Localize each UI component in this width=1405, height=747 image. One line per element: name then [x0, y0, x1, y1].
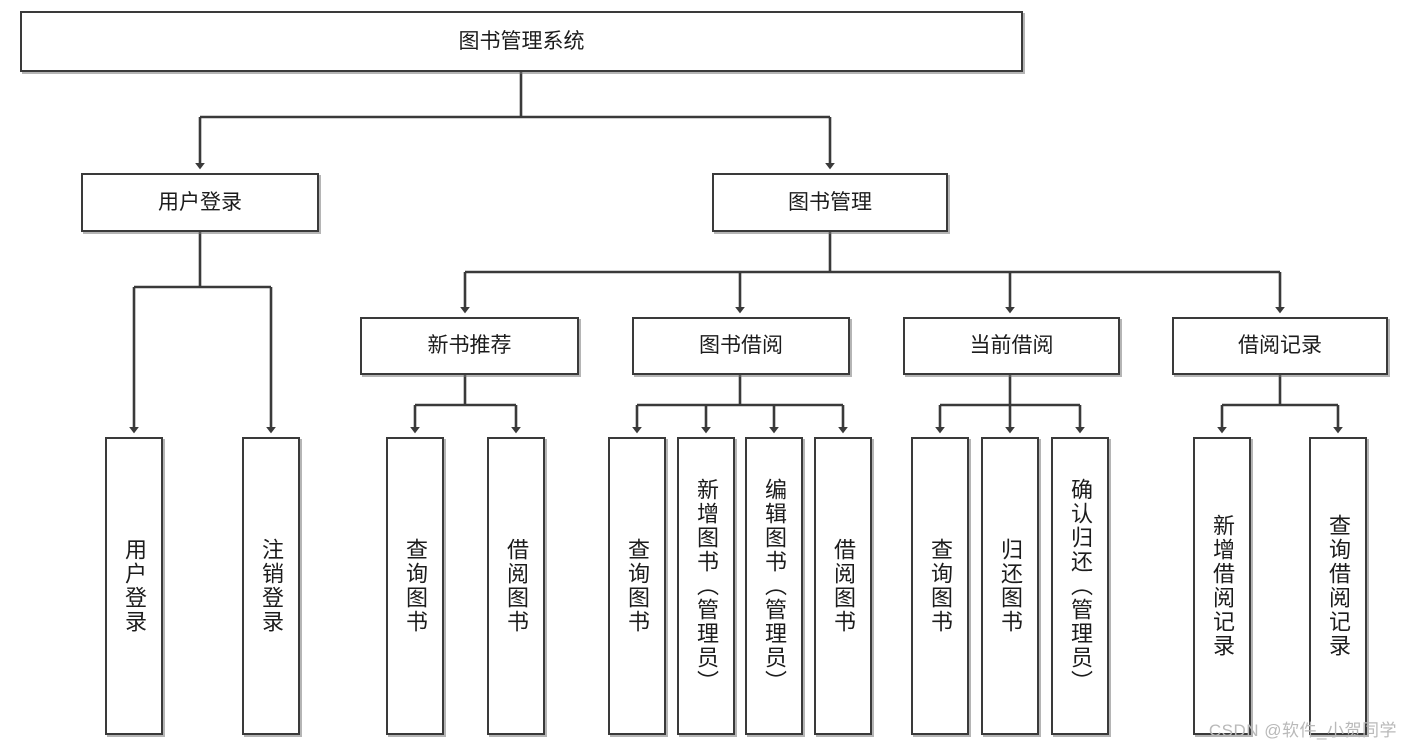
node-label: 归还图书 — [998, 538, 1023, 634]
node-leaf-borrow-book-2[interactable]: 借阅图书 — [814, 437, 872, 735]
node-leaf-edit-book[interactable]: 编辑图书（管理员） — [745, 437, 803, 735]
node-label: 新增借阅记录 — [1210, 514, 1235, 658]
node-leaf-query-book-2[interactable]: 查询图书 — [608, 437, 666, 735]
node-leaf-confirm-return[interactable]: 确认归还（管理员） — [1051, 437, 1109, 735]
node-label: 注销登录 — [259, 538, 284, 634]
node-label: 用户登录 — [158, 190, 242, 214]
node-leaf-return-book[interactable]: 归还图书 — [981, 437, 1039, 735]
node-leaf-user-login[interactable]: 用户登录 — [105, 437, 163, 735]
node-label: 借阅图书 — [831, 538, 856, 634]
node-label: 新书推荐 — [427, 334, 512, 358]
node-book-borrow[interactable]: 图书借阅 — [632, 317, 850, 375]
node-new-book-recommend[interactable]: 新书推荐 — [360, 317, 579, 375]
node-label: 图书借阅 — [699, 334, 783, 358]
node-leaf-query-borrow-record[interactable]: 查询借阅记录 — [1309, 437, 1367, 735]
node-book-manage[interactable]: 图书管理 — [712, 173, 948, 232]
csdn-watermark: CSDN @软件_小贺同学 — [1208, 721, 1397, 740]
node-leaf-add-book[interactable]: 新增图书（管理员） — [677, 437, 735, 735]
node-leaf-query-book-1[interactable]: 查询图书 — [386, 437, 444, 735]
node-book-management-system[interactable]: 图书管理系统 — [20, 11, 1023, 72]
node-label: 图书管理 — [788, 190, 872, 214]
node-leaf-add-borrow-record[interactable]: 新增借阅记录 — [1193, 437, 1251, 735]
node-label: 编辑图书（管理员） — [762, 478, 787, 694]
node-label: 新增图书（管理员） — [694, 478, 719, 694]
node-leaf-query-book-3[interactable]: 查询图书 — [911, 437, 969, 735]
node-user-login[interactable]: 用户登录 — [81, 173, 319, 232]
node-label: 借阅记录 — [1238, 334, 1322, 358]
node-label: 图书管理系统 — [458, 29, 585, 53]
node-leaf-logout-login[interactable]: 注销登录 — [242, 437, 300, 735]
node-label: 查询图书 — [403, 538, 428, 634]
node-label: 查询图书 — [928, 538, 953, 634]
node-borrow-record[interactable]: 借阅记录 — [1172, 317, 1388, 375]
node-label: 查询图书 — [625, 538, 650, 634]
node-leaf-borrow-book-1[interactable]: 借阅图书 — [487, 437, 545, 735]
node-label: 查询借阅记录 — [1326, 514, 1351, 658]
node-label: 当前借阅 — [969, 334, 1054, 358]
node-label: 用户登录 — [122, 538, 147, 634]
node-label: 借阅图书 — [504, 538, 529, 634]
node-label: 确认归还（管理员） — [1068, 478, 1093, 694]
node-current-borrow[interactable]: 当前借阅 — [903, 317, 1120, 375]
